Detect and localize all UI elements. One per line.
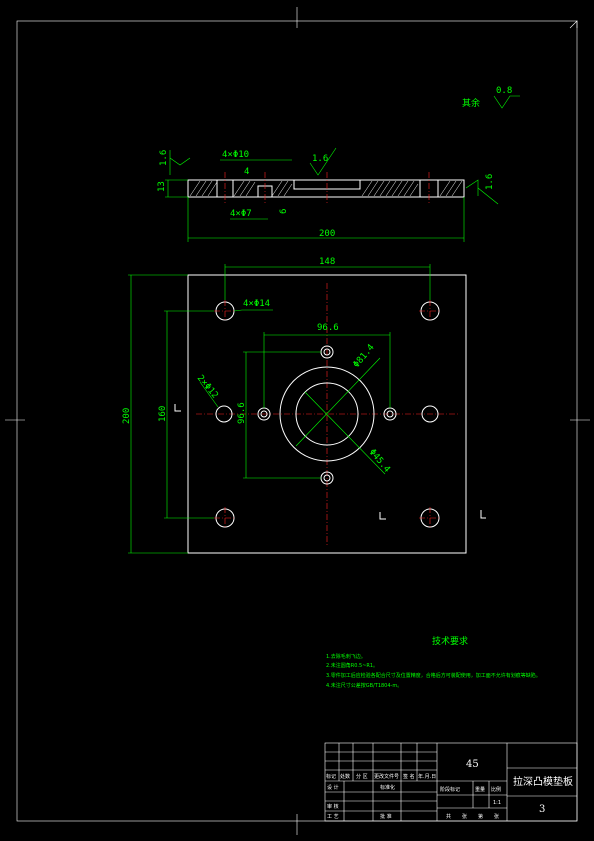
roughness-symbol-right: [465, 179, 479, 196]
leader-pin: [199, 381, 219, 408]
tb-gongyi: 工 艺: [327, 814, 339, 820]
tech-note-line: 2.未注圆角R0.5~R1。: [326, 662, 378, 669]
tb-nianyue: 年.月.日: [418, 773, 436, 780]
roughness-symbol-left: [169, 157, 191, 166]
tb-ratio: 1:1: [493, 800, 501, 806]
dim-step: 6: [279, 209, 289, 214]
roughness-left-value: 1.6: [159, 150, 169, 166]
roughness-symbol-rest: [493, 95, 520, 109]
dia-small: Φ45.4: [367, 448, 392, 475]
corner-mark: [569, 20, 578, 29]
tb-chushu: 处数: [340, 773, 350, 780]
tech-note-line: 1.去除毛刺飞边。: [326, 653, 366, 660]
tb-sheet-no: 3: [539, 804, 545, 815]
pin-hole: [421, 405, 439, 423]
roughness-leader: [477, 187, 499, 205]
bolt-hole-callout: 4×Φ14: [243, 299, 270, 309]
roughness-right-value: 1.6: [485, 174, 495, 190]
tb-zhang2: 张: [494, 813, 499, 820]
tb-jieduan: 阶段标记: [440, 786, 460, 793]
pin-hole: [215, 405, 233, 423]
tech-note-line: 3.零件加工后应检验各配合尺寸及位置精度，合格后方可装配使用，加工面不允许有划痕…: [326, 672, 541, 679]
tb-di: 第: [478, 813, 483, 820]
tb-pizhun: 批 准: [380, 813, 392, 820]
dia-line-small: [304, 391, 386, 475]
hole-callout-a: 4×Φ10: [222, 150, 249, 160]
dim-inner-horizontal: 96.6: [317, 323, 339, 333]
tb-sheji: 设 计: [327, 784, 339, 791]
plan-view: [174, 274, 486, 554]
tb-part-name: 拉深凸模垫板: [513, 775, 573, 788]
roughness-top-value: 1.6: [312, 154, 328, 164]
dia-large: Φ81.4: [352, 343, 377, 370]
tb-zhang: 张: [462, 813, 467, 820]
dim-inner-vertical: 96.6: [237, 402, 247, 424]
dim-depth: 4: [244, 167, 249, 177]
rest-roughness-value: 0.8: [496, 86, 512, 96]
section-view: [187, 172, 465, 204]
roughness-symbol-top: [309, 147, 337, 176]
tech-note-line: 4.未注尺寸公差按GB/T1804-m。: [326, 682, 402, 689]
tb-biaozhunhua: 标准化: [380, 784, 395, 791]
rest-roughness-label: 其余: [462, 97, 480, 109]
dim-thickness: 13: [157, 181, 167, 192]
tb-qianming: 签 名: [403, 773, 415, 780]
tb-gong: 共: [446, 813, 451, 820]
hole-callout-b: 4×Φ7: [230, 209, 252, 219]
tb-bili: 比例: [491, 786, 501, 793]
tb-fenqu: 分 区: [356, 773, 368, 780]
dim-section-width: 200: [319, 229, 335, 239]
tb-material: 45: [466, 759, 479, 770]
leader-bolt: [233, 309, 243, 312]
dim-plan-top: 148: [319, 257, 335, 267]
tech-notes-title: 技术要求: [432, 635, 468, 647]
tb-zhongliang: 重量: [475, 786, 485, 793]
dim-plan-left: 200: [122, 408, 132, 424]
dia-line-large: [295, 357, 381, 447]
pin-hole-callout: 2×Φ12: [195, 374, 220, 401]
title-block: [324, 742, 578, 822]
dim-plan-inner-left: 160: [158, 406, 168, 422]
tb-gengai: 更改文件号: [374, 773, 399, 780]
tb-shenhe: 审 核: [327, 803, 339, 810]
tb-biaoji: 标记: [326, 773, 336, 780]
